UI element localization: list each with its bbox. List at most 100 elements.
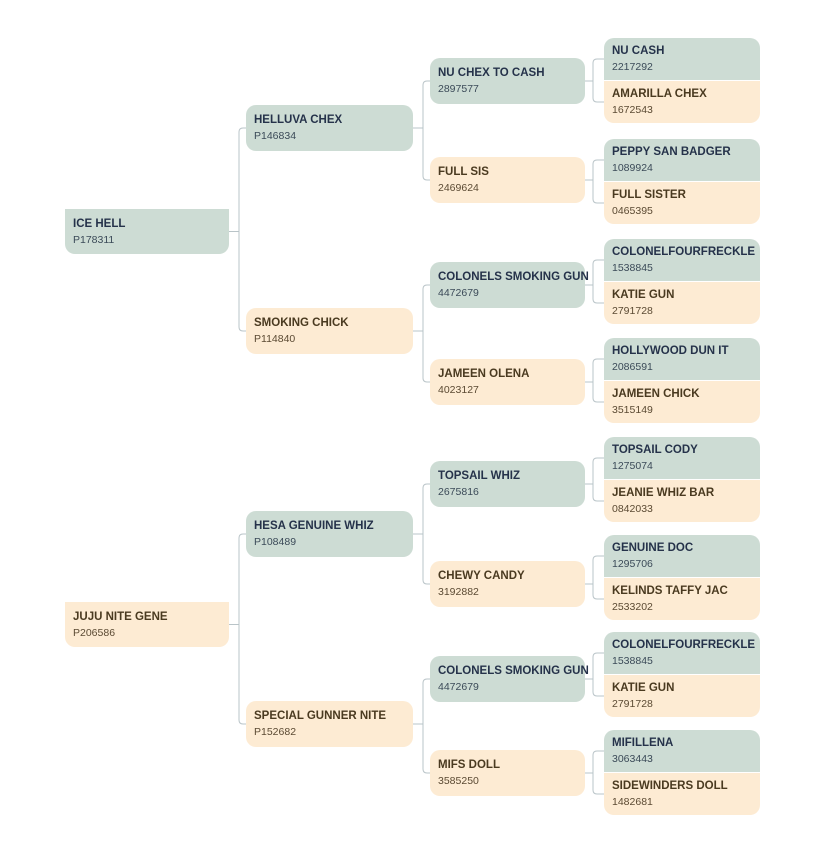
horse-name: COLONELFOURFRECKLE	[612, 246, 756, 258]
horse-dam-sire-sire-sire[interactable]: TOPSAIL CODY 1275074	[604, 437, 760, 479]
registration-number: 1295706	[612, 558, 653, 570]
horse-name: KELINDS TAFFY JAC	[612, 585, 728, 597]
horse-name: JAMEEN OLENA	[438, 368, 530, 380]
horse-name: PEPPY SAN BADGER	[612, 146, 731, 158]
connector-bracket-8	[592, 259, 604, 304]
horse-sire-dam-sire-dam[interactable]: KATIE GUN 2791728	[604, 282, 760, 324]
horse-name: COLONELS SMOKING GUN	[438, 271, 589, 283]
horse-name: KATIE GUN	[612, 682, 675, 694]
registration-number: 2675816	[438, 486, 479, 498]
horse-name: JUJU NITE GENE	[73, 610, 168, 623]
horse-dam-sire-sire[interactable]: TOPSAIL WHIZ 2675816	[430, 461, 585, 507]
registration-number: P108489	[254, 536, 297, 548]
connector-bracket-9	[592, 358, 604, 403]
horse-dam-dam-dam[interactable]: MIFS DOLL 3585250	[430, 750, 585, 796]
horse-name: HESA GENUINE WHIZ	[254, 520, 374, 532]
horse-dam-sire-dam-dam[interactable]: KELINDS TAFFY JAC 2533202	[604, 578, 760, 620]
horse-dam-sire[interactable]: HESA GENUINE WHIZ P108489	[246, 511, 413, 557]
horse-dam[interactable]: JUJU NITE GENE P206586	[65, 602, 229, 647]
connector-bracket-11	[592, 555, 604, 600]
registration-number: P178311	[73, 233, 115, 246]
horse-dam-dam-sire-sire[interactable]: COLONELFOURFRECKLE 1538845	[604, 632, 760, 674]
horse-name: TOPSAIL CODY	[612, 444, 698, 456]
registration-number: 4472679	[438, 681, 479, 693]
horse-name: FULL SISTER	[612, 189, 686, 201]
horse-sire-sire-sire-sire[interactable]: NU CASH 2217292	[604, 38, 760, 80]
horse-sire-dam[interactable]: SMOKING CHICK P114840	[246, 308, 413, 354]
horse-name: HOLLYWOOD DUN IT	[612, 345, 729, 357]
registration-number: 1672543	[612, 104, 653, 116]
registration-number: 3192882	[438, 586, 479, 598]
registration-number: 0465395	[612, 205, 653, 217]
registration-number: 2469624	[438, 182, 479, 194]
registration-number: 2533202	[612, 601, 653, 613]
horse-name: SPECIAL GUNNER NITE	[254, 710, 387, 722]
registration-number: 1538845	[612, 655, 653, 667]
horse-name: TOPSAIL WHIZ	[438, 470, 520, 482]
connector-bracket-7	[592, 159, 604, 204]
registration-number: 2897577	[438, 83, 479, 95]
horse-name: COLONELFOURFRECKLE	[612, 639, 756, 651]
registration-number: P206586	[73, 626, 116, 639]
horse-name: CHEWY CANDY	[438, 570, 525, 582]
horse-name: NU CASH	[612, 45, 665, 57]
connector-bracket-0	[238, 127, 246, 332]
horse-name: FULL SIS	[438, 166, 489, 178]
registration-number: 3585250	[438, 775, 479, 787]
horse-sire-sire-dam[interactable]: FULL SIS 2469624	[430, 157, 585, 203]
connector-bracket-10	[592, 457, 604, 502]
connector-bracket-6	[592, 58, 604, 103]
horse-name: SIDEWINDERS DOLL	[612, 780, 728, 792]
horse-dam-sire-dam-sire[interactable]: GENUINE DOC 1295706	[604, 535, 760, 577]
horse-name: HELLUVA CHEX	[254, 114, 343, 126]
horse-dam-sire-dam[interactable]: CHEWY CANDY 3192882	[430, 561, 585, 607]
horse-name: KATIE GUN	[612, 289, 675, 301]
connector-bracket-3	[422, 284, 430, 383]
connector-bracket-2	[422, 80, 430, 181]
registration-number: 1089924	[612, 162, 653, 174]
horse-sire-sire-sire[interactable]: NU CHEX TO CASH 2897577	[430, 58, 585, 104]
horse-name: ICE HELL	[73, 217, 126, 230]
horse-sire-sire[interactable]: HELLUVA CHEX P146834	[246, 105, 413, 151]
horse-sire-dam-dam[interactable]: JAMEEN OLENA 4023127	[430, 359, 585, 405]
horse-name: GENUINE DOC	[612, 542, 694, 554]
horse-dam-dam-sire-dam[interactable]: KATIE GUN 2791728	[604, 675, 760, 717]
connector-bracket-13	[592, 750, 604, 795]
horse-dam-dam-dam-dam[interactable]: SIDEWINDERS DOLL 1482681	[604, 773, 760, 815]
horse-name: JEANIE WHIZ BAR	[612, 487, 715, 499]
connector-bracket-12	[592, 652, 604, 697]
horse-name: AMARILLA CHEX	[612, 88, 707, 100]
horse-sire-sire-dam-sire[interactable]: PEPPY SAN BADGER 1089924	[604, 139, 760, 181]
horse-name: MIFS DOLL	[438, 759, 500, 771]
registration-number: 4472679	[438, 287, 479, 299]
registration-number: 1275074	[612, 460, 653, 472]
horse-sire-dam-sire[interactable]: COLONELS SMOKING GUN 4472679	[430, 262, 589, 308]
registration-number: 2791728	[612, 305, 653, 317]
connector-bracket-5	[422, 678, 430, 774]
registration-number: 2217292	[612, 61, 653, 73]
horse-dam-dam[interactable]: SPECIAL GUNNER NITE P152682	[246, 701, 413, 747]
horse-name: NU CHEX TO CASH	[438, 67, 545, 79]
registration-number: P114840	[254, 333, 296, 345]
horse-dam-sire-sire-dam[interactable]: JEANIE WHIZ BAR 0842033	[604, 480, 760, 522]
connector-bracket-1	[238, 533, 246, 725]
horse-sire[interactable]: ICE HELL P178311	[65, 209, 229, 254]
registration-number: 4023127	[438, 384, 479, 396]
registration-number: P146834	[254, 130, 297, 142]
horse-name: MIFILLENA	[612, 737, 674, 749]
horse-sire-sire-sire-dam[interactable]: AMARILLA CHEX 1672543	[604, 81, 760, 123]
registration-number: 0842033	[612, 503, 653, 515]
horse-name: COLONELS SMOKING GUN	[438, 665, 589, 677]
horse-name: SMOKING CHICK	[254, 317, 349, 329]
horse-sire-sire-dam-dam[interactable]: FULL SISTER 0465395	[604, 182, 760, 224]
registration-number: 2791728	[612, 698, 653, 710]
horse-dam-dam-sire[interactable]: COLONELS SMOKING GUN 4472679	[430, 656, 589, 702]
registration-number: P152682	[254, 726, 297, 738]
registration-number: 1482681	[612, 796, 653, 808]
connector-bracket-4	[422, 483, 430, 585]
